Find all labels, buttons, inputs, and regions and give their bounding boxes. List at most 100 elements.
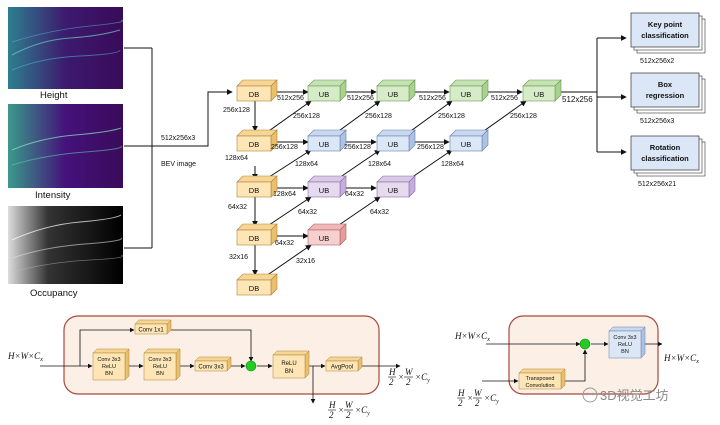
frac-h-den: 2 [329, 410, 334, 420]
db-detail-conv3x3: Conv 3x3 [194, 356, 232, 372]
watermark: 3D视觉工坊 [582, 387, 669, 403]
ub-input-shape: H×W×Cx [454, 331, 490, 343]
ub32-ub23-diag [407, 149, 453, 181]
head-box: Box regression 512x256x3 [630, 72, 706, 125]
head-rotation-title-1: Rotation [650, 143, 681, 152]
db-output-shape-bottom: H 2 × W 2 ×Cy [328, 400, 370, 420]
db-output-shape-right: H 2 × W 2 ×Cy [388, 367, 430, 387]
cy-term: ×Cy [484, 393, 499, 405]
frac-h-num: H [328, 400, 336, 410]
db-label: DB [249, 90, 259, 99]
conv1x1-label: Conv 1x1 [138, 328, 164, 334]
dim-128-diag3: 128x64 [441, 161, 464, 168]
bn-line: BN [621, 349, 629, 355]
frac-w-num: W [405, 367, 414, 377]
cy-term: ×Cy [355, 405, 370, 417]
frac-w-den: 2 [346, 410, 351, 420]
dim-256-left: 256x128 [223, 107, 250, 114]
times: × [467, 393, 473, 403]
ub-label: UB [461, 140, 471, 149]
frac-w-den: 2 [475, 398, 480, 408]
conv3x3-label: Conv 3x3 [198, 365, 224, 371]
db-block-3: DB [236, 175, 278, 198]
times: × [338, 405, 344, 415]
ub-block-r2c3: UB [449, 129, 489, 152]
db-detail-relu-bn: ReLU BN [272, 350, 310, 379]
ub21-ub12-diag [335, 100, 381, 134]
transposed-line-2: Convolution [525, 383, 554, 389]
ub31-ub22-diag [335, 149, 381, 181]
dim-64-diag2: 64x32 [370, 209, 389, 216]
conv-line: Conv 3x3 [97, 357, 120, 363]
ub-block-r3c1: UB [307, 175, 347, 198]
watermark-text: 3D视觉工坊 [600, 388, 669, 403]
ub-block-r4c1: UB [307, 223, 347, 246]
dim-128-diag1: 128x64 [295, 161, 318, 168]
relu-line: ReLU [102, 364, 116, 370]
height-label: Height [40, 90, 68, 101]
dim-256-diag1: 256x128 [293, 113, 320, 120]
head-box-size: 512x256x3 [640, 118, 674, 125]
dim-256-diag2: 256x128 [365, 113, 392, 120]
dim-256-diag4: 256x128 [510, 113, 537, 120]
frac-w-num: W [474, 388, 483, 398]
dim-64-diag1: 64x32 [298, 209, 317, 216]
bn-line: BN [285, 369, 293, 375]
head-keypoint-title-2: classification [641, 31, 689, 40]
conv-line: Conv 3x3 [613, 335, 636, 341]
db-detail-conv-block-1: Conv 3x3 ReLU BN [92, 348, 130, 381]
frac-w-den: 2 [406, 377, 411, 387]
ub-output-shape: H×W×Cx [663, 353, 699, 365]
ub-skip-shape: H 2 × W 2 ×Cy [457, 388, 499, 408]
bn-line: BN [105, 371, 113, 377]
ub-label: UB [319, 90, 329, 99]
conv-line: Conv 3x3 [148, 357, 171, 363]
dim-32-left: 32x16 [229, 254, 248, 261]
dim-256-db2: 256x128 [271, 144, 298, 151]
db-label: DB [249, 234, 259, 243]
head-box-title-2: regression [646, 91, 685, 100]
ub-block-r3c2: UB [376, 175, 416, 198]
bev-label: BEV image [161, 161, 196, 168]
db4-ub31-diag [265, 196, 312, 228]
frac-w-num: W [345, 400, 354, 410]
dim-512-ub12: 512x256 [419, 95, 446, 102]
dim-256-ub22: 256x128 [417, 144, 444, 151]
ub-detail-transposed: Transposed Convolution [518, 368, 566, 390]
dim-128-left: 128x64 [225, 155, 248, 162]
ub-block-r2c1: UB [307, 129, 347, 152]
ub-label: UB [388, 140, 398, 149]
ub-block-r2c2: UB [376, 129, 416, 152]
ub-block-r1c3: UB [449, 79, 489, 102]
ub-adder-node [579, 338, 591, 350]
dim-512-out: 512x256 [562, 95, 593, 104]
dimension-labels: 512x256 256x128 512x256 512x256 512x256 … [223, 95, 593, 265]
height-image [8, 7, 123, 89]
intensity-label: Intensity [35, 190, 71, 201]
db-block-1: DB [236, 79, 278, 102]
ub-detail-conv-block: Conv 3x3 ReLU BN [608, 326, 646, 359]
times: × [398, 372, 404, 382]
ub-label: UB [319, 186, 329, 195]
ub-label: UB [319, 140, 329, 149]
dim-512-ub13: 512x256 [491, 95, 518, 102]
db-label: DB [249, 284, 259, 293]
db-block-4: DB [236, 223, 278, 246]
head-rotation: Rotation classification 512x256x21 [630, 135, 706, 188]
head-box-title-1: Box [658, 80, 673, 89]
transposed-line-1: Transposed [526, 376, 555, 382]
head-rotation-title-2: classification [641, 154, 689, 163]
ub-label: UB [388, 186, 398, 195]
ub41-ub32-diag [335, 196, 381, 228]
head-keypoint: Key point classification 512x256x2 [630, 12, 706, 65]
avgpool-label: AvgPool [331, 365, 353, 371]
relu-line: ReLU [618, 342, 632, 348]
occupancy-image [8, 206, 123, 284]
relu-line: ReLU [153, 364, 167, 370]
bn-line: BN [156, 371, 164, 377]
db-adder-node [245, 360, 257, 372]
frac-h-den: 2 [389, 377, 394, 387]
db-detail-conv-block-2: Conv 3x3 ReLU BN [143, 348, 181, 381]
